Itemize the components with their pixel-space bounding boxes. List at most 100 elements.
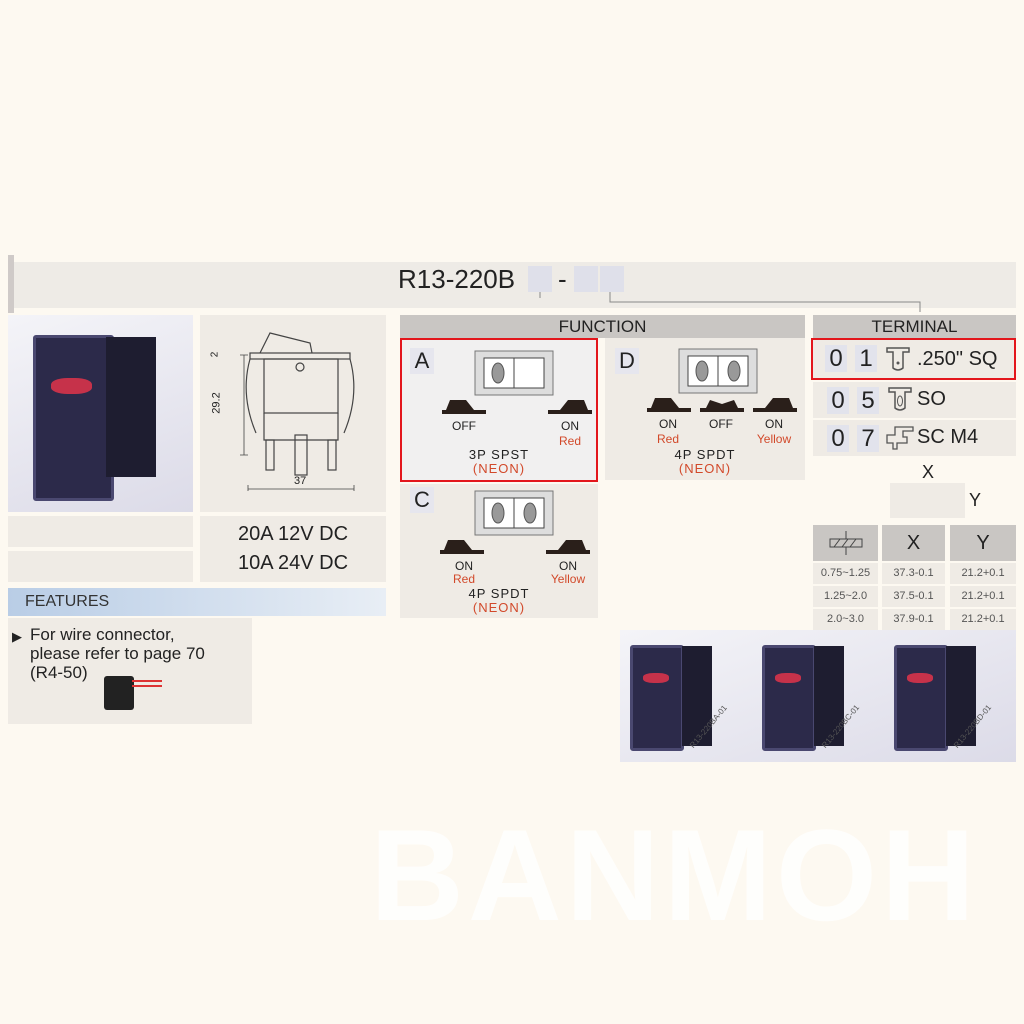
wire-connector-image bbox=[104, 676, 134, 710]
lamp-type: (NEON) bbox=[472, 600, 526, 615]
position-color: Yellow bbox=[550, 572, 586, 586]
rocker-on-right-icon bbox=[753, 398, 797, 412]
position-state: ON bbox=[659, 417, 677, 431]
switch-housing bbox=[814, 646, 844, 746]
terminal-name: SC M4 bbox=[917, 426, 979, 448]
dimension-drawing: 2 29.2 37 bbox=[200, 315, 386, 512]
function-code-box bbox=[528, 266, 552, 292]
table-cell: 2.0~3.0 bbox=[813, 609, 878, 630]
terminal-digit: 0 bbox=[827, 387, 849, 414]
table-cell: 1.25~2.0 bbox=[813, 586, 878, 607]
switch-housing bbox=[106, 337, 156, 477]
position-state: ON bbox=[455, 559, 473, 573]
position-state: ON bbox=[765, 417, 783, 431]
rocker-on-left-icon bbox=[647, 398, 691, 412]
rocker-on-right-icon bbox=[546, 540, 590, 554]
feature-line: (R4-50) bbox=[30, 663, 88, 682]
option-code: C bbox=[410, 487, 434, 513]
dim-height: 29.2 bbox=[210, 392, 223, 414]
x-label: X bbox=[922, 462, 935, 482]
dim-top: 2 bbox=[209, 351, 221, 358]
y-label: Y bbox=[969, 490, 982, 510]
position-color: Red bbox=[558, 434, 581, 448]
switch-housing bbox=[682, 646, 712, 746]
panel-cutout-box bbox=[890, 483, 965, 518]
table-cell: 21.2+0.1 bbox=[950, 586, 1016, 607]
product-switch-image bbox=[894, 645, 948, 751]
position-state: ON bbox=[561, 419, 579, 433]
table-cell: 0.75~1.25 bbox=[813, 563, 878, 584]
terminal-code-box-1 bbox=[574, 266, 598, 292]
feature-line: For wire connector, bbox=[30, 625, 175, 644]
features-title: FEATURES bbox=[25, 593, 110, 610]
switch-type: 4P SPDT bbox=[468, 586, 530, 601]
separator: - bbox=[558, 264, 567, 294]
lamp-type: (NEON) bbox=[678, 461, 732, 476]
terminal-name: SO bbox=[917, 388, 946, 410]
function-option-d[interactable]: D ON Red OFF ON Yellow 4P SPDT (NEON) bbox=[605, 338, 805, 480]
ratings-panel: 20A 12V DC 10A 24V DC bbox=[200, 516, 386, 582]
panel-thickness-header bbox=[813, 525, 878, 561]
terminal-name: .250" SQ bbox=[917, 348, 998, 370]
table-cell: 21.2+0.1 bbox=[950, 609, 1016, 630]
dim-width: 37 bbox=[294, 475, 307, 487]
switch-housing bbox=[946, 646, 976, 746]
feature-text: For wire connector, please refer to page… bbox=[30, 625, 205, 682]
model-title: R13-220B bbox=[398, 264, 516, 294]
option-code: D bbox=[615, 348, 639, 374]
connector-lines bbox=[539, 292, 921, 312]
terminal-digit: 5 bbox=[857, 387, 879, 414]
rocker-switch-image bbox=[33, 335, 114, 501]
table-cell: 37.9-0.1 bbox=[882, 609, 945, 630]
features-header: FEATURES bbox=[8, 588, 386, 616]
rocker-off-icon bbox=[700, 400, 744, 412]
blank-row-1 bbox=[8, 516, 193, 547]
position-color: Red bbox=[656, 432, 679, 446]
blank-row-2 bbox=[8, 551, 193, 582]
terminal-digit: 0 bbox=[825, 345, 847, 372]
title-bar bbox=[14, 262, 1016, 308]
solder-terminal-icon bbox=[888, 387, 912, 411]
product-switch-image bbox=[630, 645, 684, 751]
function-option-a[interactable]: A OFF ON Red 3P SPST (NEON) bbox=[400, 338, 598, 482]
rocker-on-left-icon bbox=[440, 540, 484, 554]
bullet-icon: ▶ bbox=[12, 629, 22, 644]
position-color: Red bbox=[452, 572, 475, 586]
terminal-digit: 0 bbox=[827, 425, 849, 452]
terminal-option-05[interactable]: 0 5 SO bbox=[813, 382, 1016, 418]
function-option-c[interactable]: C ON Red ON Yellow 4P SPDT (NEON) bbox=[400, 484, 598, 618]
terminal-option-01[interactable]: 0 1 .250" SQ bbox=[811, 338, 1016, 380]
switch-type: 4P SPDT bbox=[674, 447, 736, 462]
switch-photo bbox=[8, 315, 193, 512]
switch-type: 3P SPST bbox=[468, 447, 530, 462]
table-cell: 37.5-0.1 bbox=[882, 586, 945, 607]
table-cell: 37.3-0.1 bbox=[882, 563, 945, 584]
position-state: OFF bbox=[452, 419, 476, 433]
watermark: BANMOH bbox=[370, 802, 979, 948]
left-accent-bar bbox=[8, 255, 14, 313]
lamp-window-icon bbox=[678, 348, 758, 394]
y-header: Y bbox=[950, 525, 1016, 561]
function-header: FUNCTION bbox=[400, 315, 805, 338]
table-cell: 21.2+0.1 bbox=[950, 563, 1016, 584]
position-color: Yellow bbox=[756, 432, 792, 446]
rating-24v: 10A 24V DC bbox=[237, 552, 349, 574]
product-switch-image bbox=[762, 645, 816, 751]
quick-connect-terminal-icon bbox=[886, 347, 910, 371]
terminal-header: TERMINAL bbox=[813, 315, 1016, 338]
lamp-window-icon bbox=[474, 350, 554, 396]
features-body: ▶ For wire connector, please refer to pa… bbox=[8, 618, 252, 724]
terminal-digit: 1 bbox=[855, 345, 877, 372]
terminal-digit: 7 bbox=[857, 425, 879, 452]
switch-outline-drawing bbox=[240, 332, 355, 491]
lamp-type: (NEON) bbox=[472, 461, 526, 476]
feature-line: please refer to page 70 bbox=[30, 644, 205, 663]
position-state: OFF bbox=[709, 417, 733, 431]
terminal-code-box-2 bbox=[600, 266, 624, 292]
terminal-option-07[interactable]: 0 7 SC M4 bbox=[813, 420, 1016, 456]
position-state: ON bbox=[559, 559, 577, 573]
rocker-on-icon bbox=[548, 400, 592, 414]
screw-terminal-icon bbox=[886, 426, 914, 450]
panel-thickness-icon bbox=[829, 531, 862, 555]
lamp-window-icon bbox=[474, 490, 554, 536]
